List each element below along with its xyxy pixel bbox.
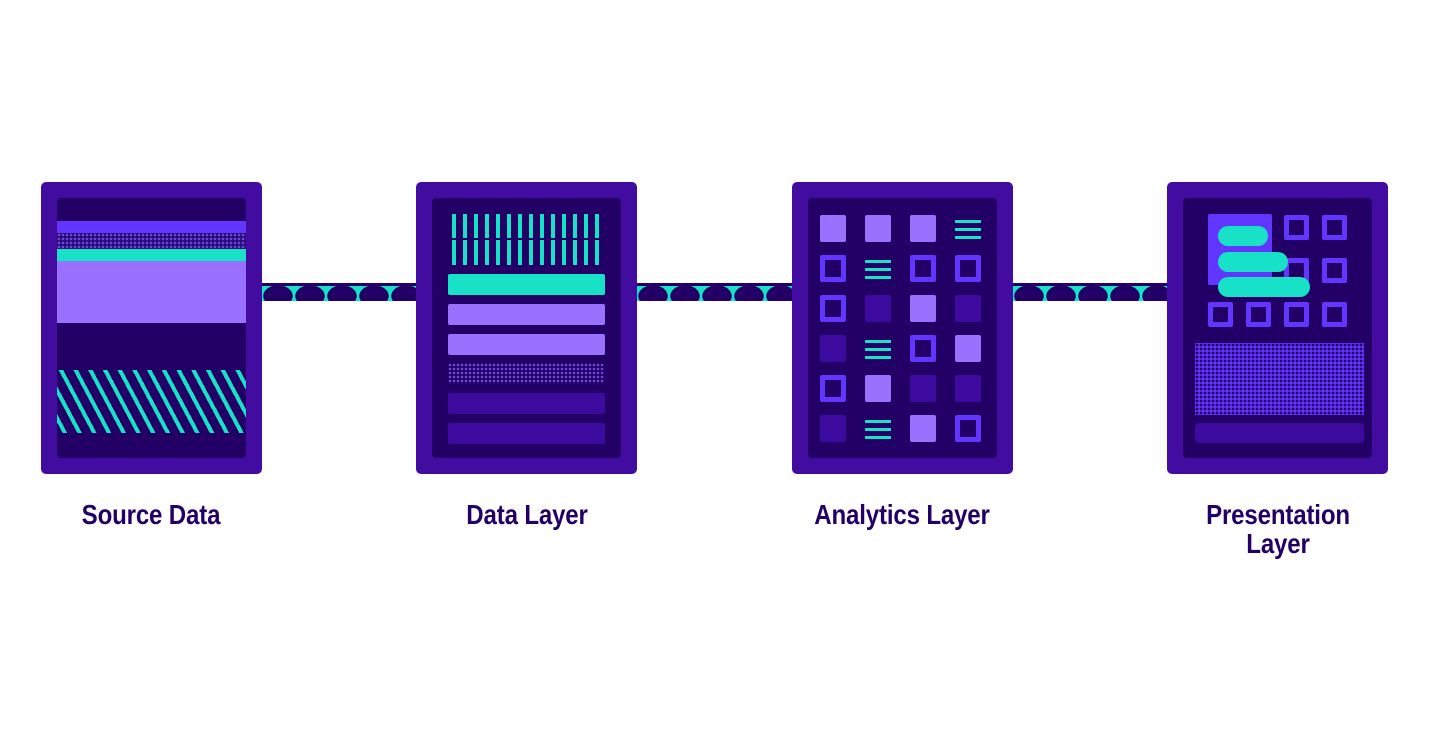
presentation-layer-label: Presentation Layer [1149,500,1407,558]
presentation-layer-panel [1183,198,1372,458]
analytics-outlined-square [820,375,846,402]
source-band-dotted [57,233,246,249]
analytics-pattern-square [865,415,891,442]
data-layer-label: Data Layer [466,499,588,530]
connector-analytics-to-presentation [1013,283,1168,301]
source-band-vivid [57,221,246,233]
source-band-pattern [57,370,246,433]
analytics-filled-square [910,295,936,322]
connector-source-to-data [262,283,417,301]
analytics-dim-square [955,375,981,402]
analytics-outlined-square [820,295,846,322]
analytics-dim-square [955,295,981,322]
analytics-filled-square [910,415,936,442]
presentation-square [1284,215,1309,240]
analytics-dim-square [865,295,891,322]
data-layer-bar-lilac-1 [448,304,605,325]
analytics-filled-square [820,215,846,242]
presentation-label-line-2: Layer [1246,528,1310,559]
data-layer-panel [432,198,621,458]
analytics-layer-label: Analytics Layer [814,499,990,530]
data-layer-pattern-top [448,214,605,238]
source-data-panel [57,198,246,458]
source-band-lilac [57,261,246,323]
data-layer-bar-deep-2 [448,423,605,444]
analytics-filled-square [865,215,891,242]
data-layer-bar-teal [448,274,605,295]
presentation-layer-card [1167,182,1388,474]
source-data-card [41,182,262,474]
data-layer-bar-deep-1 [448,393,605,414]
analytics-dim-square [820,335,846,362]
analytics-layer-panel [808,198,997,458]
analytics-outlined-square [955,255,981,282]
presentation-bar-medium [1218,252,1288,272]
presentation-highlight-square [1208,214,1272,285]
data-layer-pattern-bottom [448,240,605,265]
analytics-outlined-square [910,255,936,282]
analytics-filled-square [910,215,936,242]
presentation-square [1246,302,1271,327]
presentation-square [1208,302,1233,327]
data-layer-bar-dotted [448,363,605,384]
analytics-filled-square [955,335,981,362]
data-layer-bar-lilac-2 [448,334,605,355]
presentation-square [1322,215,1347,240]
analytics-outlined-square [955,415,981,442]
presentation-label-line-1: Presentation [1206,499,1350,530]
presentation-bar-long [1218,277,1310,297]
data-layer-card [416,182,637,474]
analytics-pattern-square [865,255,891,282]
presentation-square [1322,302,1347,327]
presentation-square [1322,258,1347,283]
analytics-dim-square [820,415,846,442]
source-band-teal [57,249,246,261]
analytics-dim-square [910,375,936,402]
analytics-outlined-square [820,255,846,282]
analytics-pattern-square [865,335,891,362]
presentation-dotted-block [1195,343,1364,415]
presentation-bar-short [1218,226,1268,246]
connector-data-to-analytics [637,283,793,301]
source-data-label: Source Data [81,499,221,530]
presentation-square [1284,302,1309,327]
presentation-footer-bar [1195,423,1364,443]
analytics-outlined-square [910,335,936,362]
analytics-filled-square [865,375,891,402]
analytics-pattern-square [955,215,981,242]
analytics-layer-card [792,182,1013,474]
